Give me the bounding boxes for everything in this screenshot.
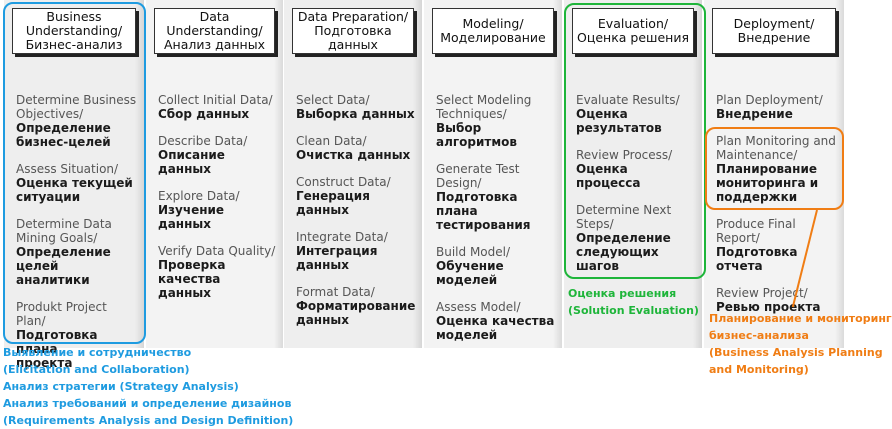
task-item: Review Process/Оценка процесса: [576, 148, 696, 190]
task-ru: Подготовка плана проекта: [16, 328, 98, 370]
green-highlight-frame: [564, 3, 706, 279]
phase-header: Evaluation/ Оценка решения: [572, 8, 694, 54]
phase-header: Data Understanding/ Анализ данных: [154, 8, 275, 54]
task-ru: Выбор алгоритмов: [436, 121, 517, 149]
task-ru: Выборка данных: [296, 107, 415, 121]
task-list: Select Modeling Techniques/Выбор алгорит…: [436, 93, 556, 355]
task-ru: Обучение моделей: [436, 259, 504, 287]
task-list: Determine Business Objectives/Определени…: [16, 93, 138, 383]
task-list: Evaluate Results/Оценка результатов Revi…: [576, 93, 696, 286]
task-en: Review Process/: [576, 148, 673, 162]
task-en: Construct Data/: [296, 175, 391, 189]
task-ru: Подготовка плана тестирования: [436, 190, 531, 232]
task-ru: Проверка качества данных: [158, 258, 226, 300]
phase-column-evaluation: Evaluation/ Оценка решения Evaluate Resu…: [564, 0, 702, 348]
task-en: Select Data/: [296, 93, 370, 107]
task-en: Plan Deployment/: [716, 93, 823, 107]
task-ru: Определение целей аналитики: [16, 245, 111, 287]
task-en: Produce Final Report/: [716, 217, 796, 245]
task-item: Produkt Project Plan/Подготовка плана пр…: [16, 300, 138, 370]
task-en: Determine Next Steps/: [576, 203, 672, 231]
task-item: Assess Model/Оценка качества моделей: [436, 300, 556, 342]
task-en: Determine Data Mining Goals/: [16, 217, 112, 245]
task-item: Determine Next Steps/Определение следующ…: [576, 203, 696, 273]
orange-note: Планирование и мониторинг бизнес-анализа…: [709, 312, 892, 376]
task-item: Determine Data Mining Goals/Определение …: [16, 217, 138, 287]
phase-column-modeling: Modeling/ Моделирование Select Modeling …: [424, 0, 562, 348]
task-ru: Подготовка отчета: [716, 245, 798, 273]
task-ru: Генерация данных: [296, 189, 370, 217]
task-item: Plan Monitoring and Maintenance/Планиров…: [716, 134, 838, 204]
task-en: Assess Model/: [436, 300, 521, 314]
task-item: Select Data/Выборка данных: [296, 93, 416, 121]
task-ru: Описание данных: [158, 148, 225, 176]
phase-header: Business Understanding/ Бизнес-анализ: [12, 8, 136, 54]
task-en: Integrate Data/: [296, 230, 388, 244]
task-ru: Сбор данных: [158, 107, 250, 121]
task-item: Evaluate Results/Оценка результатов: [576, 93, 696, 135]
task-list: Collect Initial Data/Сбор данных Describ…: [158, 93, 277, 313]
phase-column-data-preparation: Data Preparation/ Подготовка данных Sele…: [284, 0, 422, 348]
task-en: Explore Data/: [158, 189, 240, 203]
task-item: Format Data/Форматирование данных: [296, 285, 416, 327]
task-item: Describe Data/Описание данных: [158, 134, 277, 176]
blue-highlight-frame: [3, 2, 146, 344]
task-item: Plan Deployment/Внедрение: [716, 93, 838, 121]
task-list: Select Data/Выборка данных Clean Data/Оч…: [296, 93, 416, 340]
phase-header: Deployment/ Внедрение: [712, 8, 836, 54]
task-en: Assess Situation/: [16, 162, 119, 176]
task-en: Plan Monitoring and Maintenance/: [716, 134, 836, 162]
task-ru: Оценка текущей ситуации: [16, 176, 133, 204]
phase-header: Data Preparation/ Подготовка данных: [292, 8, 414, 54]
task-ru: Форматирование данных: [296, 299, 416, 327]
task-ru: Изучение данных: [158, 203, 225, 231]
task-en: Clean Data/: [296, 134, 367, 148]
orange-highlight-frame: [705, 127, 844, 210]
phase-column-deployment: Deployment/ Внедрение Plan Deployment/Вн…: [704, 0, 844, 348]
task-ru: Определение следующих шагов: [576, 231, 671, 273]
task-item: Select Modeling Techniques/Выбор алгорит…: [436, 93, 556, 149]
phase-header: Modeling/ Моделирование: [432, 8, 554, 54]
task-ru: Планирование мониторинга и поддержки: [716, 162, 819, 204]
task-en: Evaluate Results/: [576, 93, 680, 107]
task-ru: Интеграция данных: [296, 244, 378, 272]
green-note: Оценка решения (Solution Evaluation): [568, 287, 699, 317]
task-ru: Определение бизнес-целей: [16, 121, 111, 149]
phase-column-business-understanding: Business Understanding/ Бизнес-анализ De…: [4, 0, 144, 370]
task-item: Verify Data Quality/Проверка качества да…: [158, 244, 277, 300]
task-en: Generate Test Design/: [436, 162, 520, 190]
task-item: Construct Data/Генерация данных: [296, 175, 416, 217]
task-ru: Внедрение: [716, 107, 793, 121]
task-list: Plan Deployment/Внедрение Plan Monitorin…: [716, 93, 838, 327]
task-item: Collect Initial Data/Сбор данных: [158, 93, 277, 121]
task-en: Verify Data Quality/: [158, 244, 276, 258]
task-en: Describe Data/: [158, 134, 248, 148]
task-item: Determine Business Objectives/Определени…: [16, 93, 138, 149]
task-item: Integrate Data/Интеграция данных: [296, 230, 416, 272]
task-item: Assess Situation/Оценка текущей ситуации: [16, 162, 138, 204]
phase-column-data-understanding: Data Understanding/ Анализ данных Collec…: [146, 0, 283, 348]
task-en: Build Model/: [436, 245, 511, 259]
task-en: Select Modeling Techniques/: [436, 93, 532, 121]
task-en: Format Data/: [296, 285, 375, 299]
task-item: Clean Data/Очистка данных: [296, 134, 416, 162]
task-ru: Оценка процесса: [576, 162, 641, 190]
task-en: Produkt Project Plan/: [16, 300, 107, 328]
task-item: Build Model/Обучение моделей: [436, 245, 556, 287]
task-en: Review Project/: [716, 286, 808, 300]
task-ru: Очистка данных: [296, 148, 411, 162]
task-item: Explore Data/Изучение данных: [158, 189, 277, 231]
task-ru: Оценка результатов: [576, 107, 662, 135]
task-ru: Оценка качества моделей: [436, 314, 555, 342]
task-item: Generate Test Design/Подготовка плана те…: [436, 162, 556, 232]
blue-note: Выявление и сотрудничество (Elicitation …: [3, 346, 294, 427]
task-item: Produce Final Report/Подготовка отчета: [716, 217, 838, 273]
task-en: Determine Business Objectives/: [16, 93, 137, 121]
task-en: Collect Initial Data/: [158, 93, 273, 107]
